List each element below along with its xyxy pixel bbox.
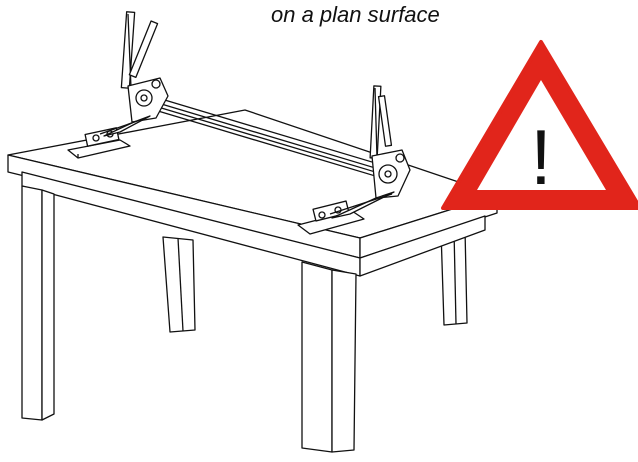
mounting-plate-left xyxy=(67,127,131,159)
warning-triangle-icon: ! xyxy=(441,40,638,210)
connecting-rod xyxy=(147,94,393,182)
table-leg-back-left xyxy=(162,236,196,333)
exclamation-mark: ! xyxy=(530,113,552,201)
lift-mechanism-left xyxy=(99,11,169,137)
lift-mechanism-right xyxy=(329,85,411,219)
caption: on a plan surface xyxy=(271,2,440,27)
table-leg-front-right xyxy=(301,261,357,453)
table-leg-front-left xyxy=(21,185,55,421)
mounting-plate-right xyxy=(297,200,365,235)
